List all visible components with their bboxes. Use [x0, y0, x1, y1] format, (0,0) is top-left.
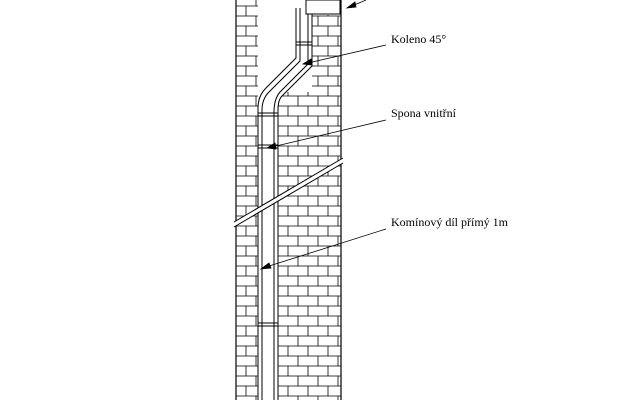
section-break: [233, 157, 344, 228]
flue-outlet: [305, 0, 341, 15]
leader-straight-section: [259, 228, 387, 270]
flue-pipe: [257, 8, 313, 400]
arrow-top: [345, 0, 367, 9]
leader-elbow: [301, 44, 387, 66]
label-inner-clamp: Spona vnitřní: [391, 106, 456, 120]
label-straight-chimney-section: Komínový díl přímý 1m: [391, 215, 508, 229]
label-elbow-45: Koleno 45°: [391, 32, 447, 46]
chimney-walls: [235, 0, 342, 400]
brick-masonry: [236, 0, 341, 400]
leader-inner-clamp: [265, 119, 387, 150]
